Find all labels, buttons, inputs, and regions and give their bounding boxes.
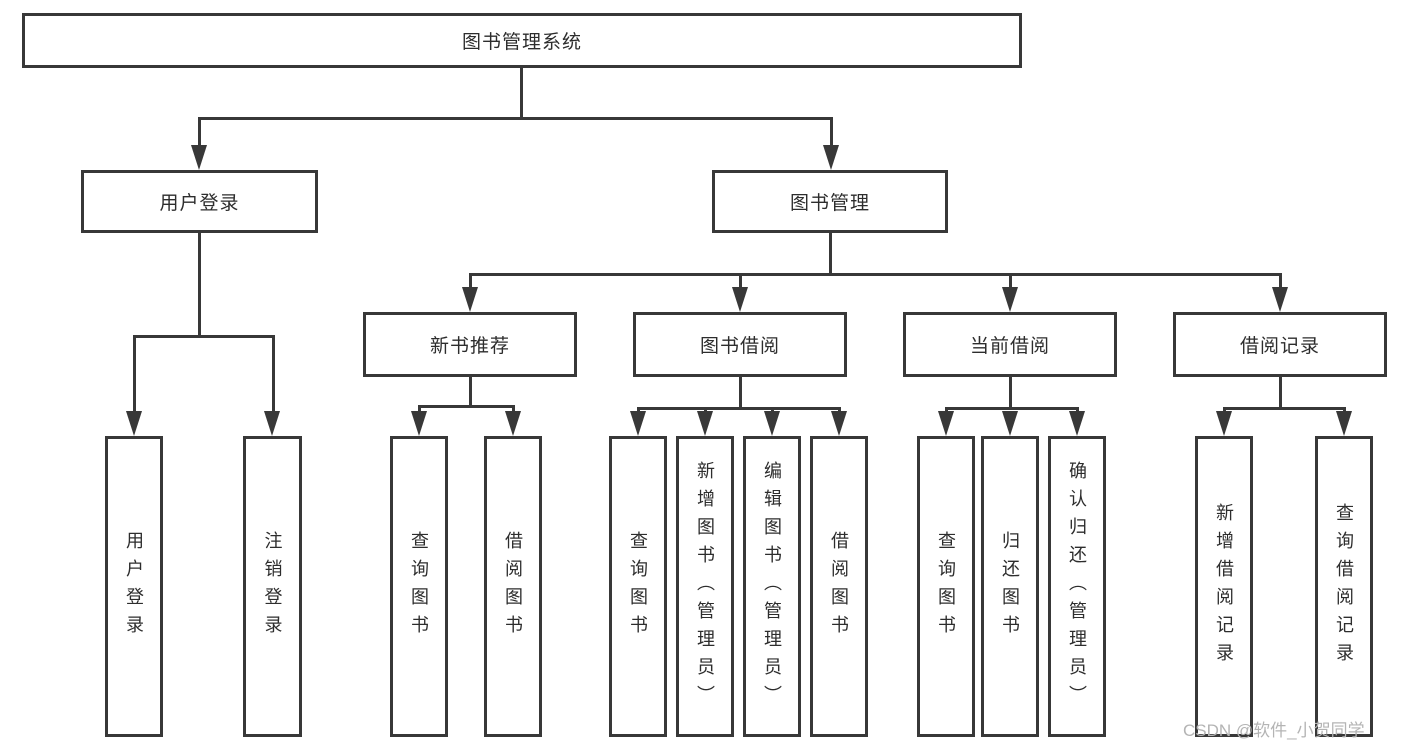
connector-arrowhead — [1216, 411, 1232, 436]
connector-line — [739, 377, 742, 409]
leaf-label: 借阅图书 — [503, 530, 523, 643]
connector-arrowhead — [938, 411, 954, 436]
connector-arrowhead — [411, 411, 427, 436]
connector-arrowhead — [191, 145, 207, 170]
node-borrow-books-recommend: 借阅图书 — [484, 436, 542, 737]
connector-line — [469, 377, 472, 407]
connector-arrowhead — [462, 287, 478, 312]
leaf-label: 用户登录 — [124, 530, 144, 643]
connector-line — [198, 233, 201, 337]
node-confirm-return-admin: 确认归还（管理员） — [1048, 436, 1106, 737]
connector-line — [418, 405, 421, 415]
connector-line — [469, 273, 1282, 276]
connector-line — [272, 335, 275, 413]
connector-arrowhead — [1272, 287, 1288, 312]
connector-line — [1223, 407, 1346, 410]
connector-line — [830, 119, 833, 147]
connector-line — [945, 407, 1079, 410]
node-query-books-borrowing: 查询图书 — [609, 436, 667, 737]
connector-arrowhead — [823, 145, 839, 170]
leaf-label: 新增图书（管理员） — [695, 460, 715, 713]
node-add-book-admin: 新增图书（管理员） — [676, 436, 734, 737]
connector-arrowhead — [1002, 287, 1018, 312]
connector-line — [1279, 273, 1282, 288]
connector-line — [418, 405, 515, 408]
connector-arrowhead — [764, 411, 780, 436]
leaf-label: 查询图书 — [628, 530, 648, 643]
leaf-label: 查询借阅记录 — [1334, 502, 1354, 671]
leaf-label: 借阅图书 — [829, 530, 849, 643]
connector-line — [469, 273, 472, 288]
node-book-management: 图书管理 — [712, 170, 948, 233]
section-label: 新书推荐 — [429, 336, 510, 357]
connector-line — [1009, 377, 1012, 409]
leaf-label: 注销登录 — [262, 530, 283, 643]
watermark: CSDN @软件_小贺同学 — [1183, 721, 1365, 740]
node-user-login: 用户登录 — [81, 170, 318, 233]
node-root-label: 图书管理系统 — [461, 32, 582, 53]
leaf-label: 确认归还（管理员） — [1067, 460, 1087, 713]
connector-line — [1279, 377, 1282, 410]
node-query-borrow-record: 查询借阅记录 — [1315, 436, 1373, 737]
section-label: 当前借阅 — [969, 336, 1050, 357]
node-current-borrowing: 当前借阅 — [903, 312, 1117, 377]
node-borrowing-records: 借阅记录 — [1173, 312, 1387, 377]
connector-arrowhead — [1002, 411, 1018, 436]
connector-line — [637, 407, 841, 410]
section-label: 借阅记录 — [1239, 336, 1320, 357]
connector-arrowhead — [831, 411, 847, 436]
connector-line — [1009, 273, 1012, 288]
connector-arrowhead — [505, 411, 521, 436]
leaf-label: 归还图书 — [1000, 530, 1020, 643]
node-root: 图书管理系统 — [22, 13, 1022, 68]
connector-arrowhead — [697, 411, 713, 436]
connector-line — [198, 119, 201, 147]
connector-line — [739, 273, 742, 288]
leaf-label: 查询图书 — [936, 530, 956, 643]
connector-arrowhead — [1336, 411, 1352, 436]
section-label: 图书借阅 — [699, 336, 780, 357]
connector-line — [829, 233, 832, 275]
connector-line — [512, 405, 515, 415]
connector-line — [133, 335, 275, 338]
node-query-books-current: 查询图书 — [917, 436, 975, 737]
connector-arrowhead — [732, 287, 748, 312]
node-user-login-label: 用户登录 — [159, 193, 240, 214]
node-borrow-books-leaf: 借阅图书 — [810, 436, 868, 737]
node-logout: 注销登录 — [243, 436, 302, 737]
node-query-books-recommend: 查询图书 — [390, 436, 448, 737]
leaf-label: 查询图书 — [409, 530, 429, 643]
node-edit-book-admin: 编辑图书（管理员） — [743, 436, 801, 737]
leaf-label: 编辑图书（管理员） — [762, 460, 782, 713]
node-book-management-label: 图书管理 — [789, 193, 870, 214]
connector-line — [198, 117, 833, 120]
node-add-borrow-record: 新增借阅记录 — [1195, 436, 1253, 737]
node-book-borrowing: 图书借阅 — [633, 312, 847, 377]
connector-arrowhead — [630, 411, 646, 436]
connector-line — [520, 68, 523, 119]
connector-arrowhead — [264, 411, 280, 436]
connector-arrowhead — [126, 411, 142, 436]
node-new-book-recommendation: 新书推荐 — [363, 312, 577, 377]
node-return-books: 归还图书 — [981, 436, 1039, 737]
leaf-label: 新增借阅记录 — [1214, 502, 1234, 671]
node-user-login-leaf: 用户登录 — [105, 436, 163, 737]
connector-arrowhead — [1069, 411, 1085, 436]
connector-line — [133, 335, 136, 413]
